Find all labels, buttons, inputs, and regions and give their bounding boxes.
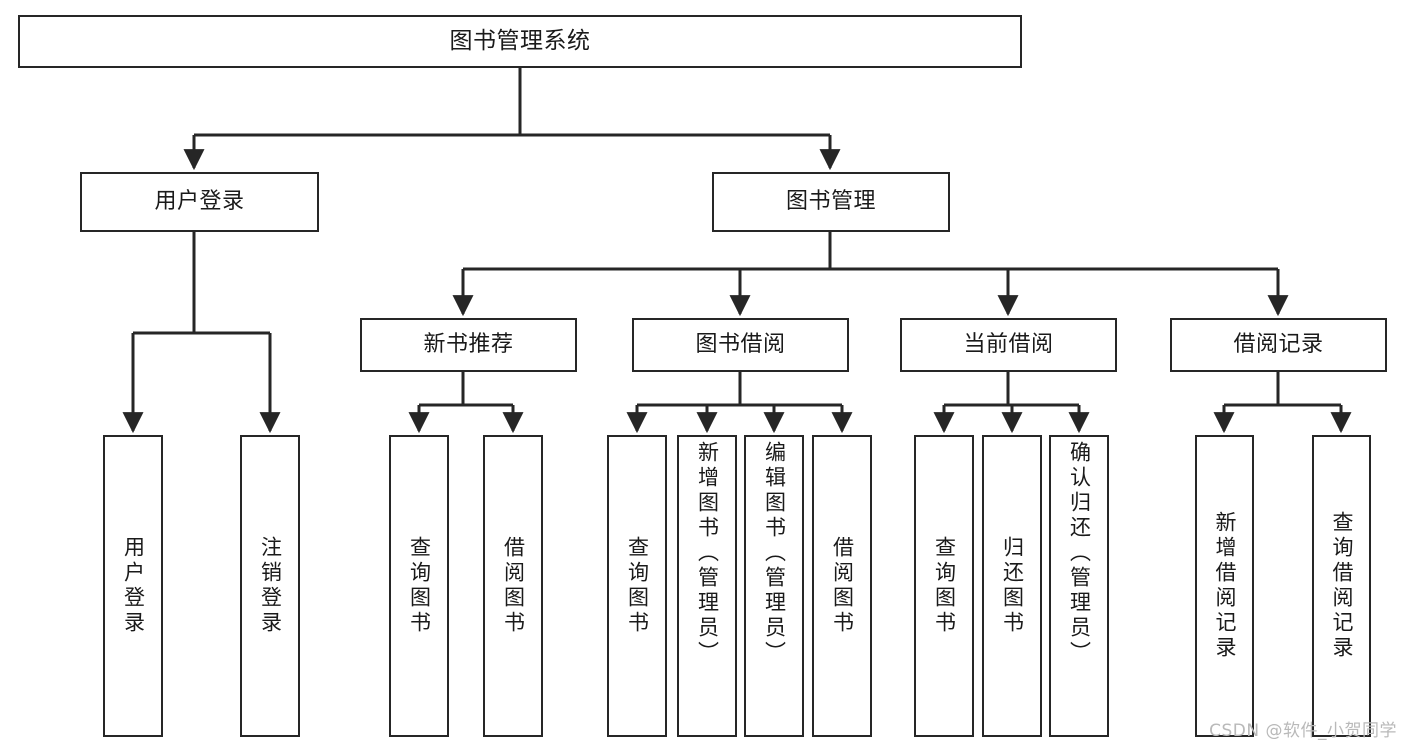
leaf-query-book-current-label: 查询图书 [932,536,957,636]
leaf-borrow-book-label: 借阅图书 [830,536,855,636]
node-root-label: 图书管理系统 [449,28,591,55]
leaf-query-borrow-record[interactable]: 查询借阅记录 [1312,435,1371,737]
node-book-management-label: 图书管理 [785,189,876,215]
leaf-return-book-label: 归还图书 [1000,536,1025,636]
node-new-book-recommend-label: 新书推荐 [423,332,514,358]
leaf-query-book-borrow-label: 查询图书 [625,536,650,636]
leaf-return-book[interactable]: 归还图书 [982,435,1042,737]
leaf-edit-book-admin[interactable]: 编辑图书（管理员） [744,435,804,737]
leaf-confirm-return-admin-label: 确认归还（管理员） [1067,441,1092,666]
leaf-add-book-admin[interactable]: 新增图书（管理员） [677,435,737,737]
leaf-add-borrow-record-label: 新增借阅记录 [1213,511,1237,661]
node-book-management[interactable]: 图书管理 [712,172,950,232]
leaf-query-book-current[interactable]: 查询图书 [914,435,974,737]
leaf-edit-book-admin-label: 编辑图书（管理员） [762,441,787,666]
node-current-borrow-label: 当前借阅 [963,332,1054,358]
node-root[interactable]: 图书管理系统 [18,15,1022,68]
node-book-borrow-label: 图书借阅 [695,332,786,358]
node-borrow-record-label: 借阅记录 [1233,332,1324,358]
leaf-borrow-book-recommend-label: 借阅图书 [501,536,526,636]
leaf-borrow-book[interactable]: 借阅图书 [812,435,872,737]
csdn-watermark: CSDN @软件_小贺同学 [1209,721,1397,741]
node-book-borrow[interactable]: 图书借阅 [632,318,849,372]
leaf-query-borrow-record-label: 查询借阅记录 [1330,511,1354,661]
leaf-add-borrow-record[interactable]: 新增借阅记录 [1195,435,1254,737]
leaf-logout-label: 注销登录 [258,536,283,636]
node-user-login[interactable]: 用户登录 [80,172,319,232]
leaf-user-login[interactable]: 用户登录 [103,435,163,737]
leaf-add-book-admin-label: 新增图书（管理员） [695,441,720,666]
leaf-query-book-recommend-label: 查询图书 [407,536,432,636]
leaf-query-book-recommend[interactable]: 查询图书 [389,435,449,737]
leaf-logout[interactable]: 注销登录 [240,435,300,737]
node-user-login-label: 用户登录 [154,189,245,215]
node-current-borrow[interactable]: 当前借阅 [900,318,1117,372]
leaf-borrow-book-recommend[interactable]: 借阅图书 [483,435,543,737]
node-borrow-record[interactable]: 借阅记录 [1170,318,1387,372]
leaf-query-book-borrow[interactable]: 查询图书 [607,435,667,737]
leaf-user-login-label: 用户登录 [121,536,146,636]
leaf-confirm-return-admin[interactable]: 确认归还（管理员） [1049,435,1109,737]
node-new-book-recommend[interactable]: 新书推荐 [360,318,577,372]
